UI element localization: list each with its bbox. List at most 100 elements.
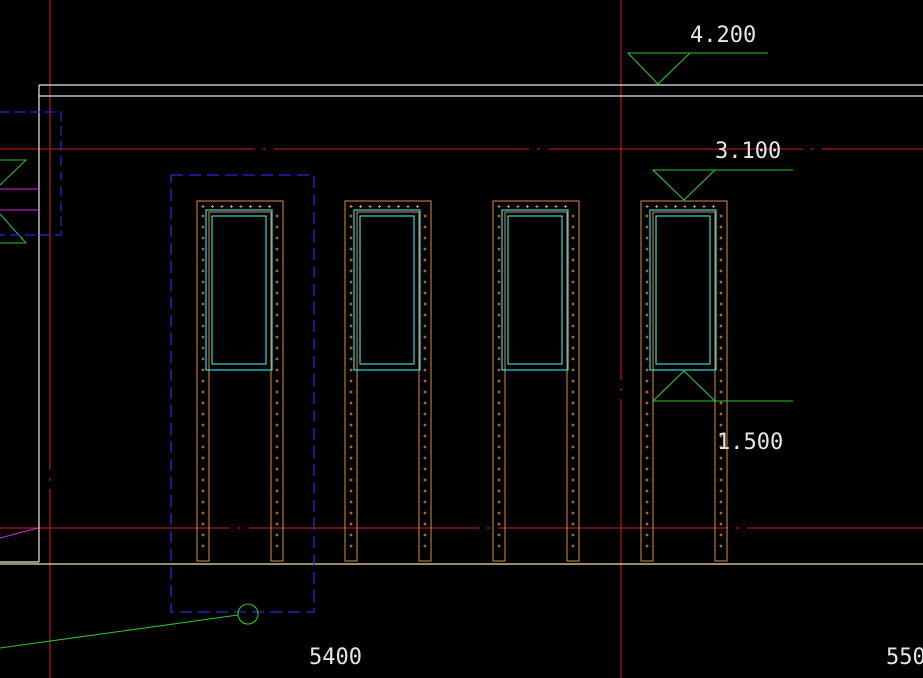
rebar-mark	[423, 313, 427, 317]
rebar-mark	[349, 379, 353, 383]
level-sill-symbol	[651, 370, 793, 402]
rebar-mark	[423, 291, 427, 295]
rebar-marks	[349, 205, 427, 548]
rebar-mark	[349, 412, 353, 416]
rebar-mark	[201, 247, 205, 251]
rebar-mark	[275, 280, 279, 284]
rebar-mark	[719, 291, 723, 295]
rebar-mark	[497, 489, 501, 493]
rebar-mark	[664, 205, 668, 208]
rebar-mark	[683, 205, 687, 208]
rebar-mark	[571, 236, 575, 240]
rebar-mark	[497, 258, 501, 262]
rebar-mark	[719, 544, 723, 548]
rebar-mark	[349, 269, 353, 273]
rebar-mark	[645, 280, 649, 284]
rebar-mark	[349, 401, 353, 405]
opening-frame	[492, 200, 580, 562]
rebar-mark	[239, 205, 243, 208]
rebar-mark	[719, 478, 723, 482]
rebar-mark	[497, 357, 501, 361]
rebar-mark	[201, 357, 205, 361]
rebar-mark	[497, 225, 501, 229]
opening-1	[196, 200, 284, 562]
rebar-mark	[201, 324, 205, 328]
rebar-mark	[201, 544, 205, 548]
rebar-mark	[497, 379, 501, 383]
rebar-mark	[349, 500, 353, 504]
rebar-mark	[645, 434, 649, 438]
rebar-mark	[349, 478, 353, 482]
rebar-mark	[349, 205, 353, 208]
rebar-mark	[571, 533, 575, 537]
rebar-mark	[349, 324, 353, 328]
rebar-mark	[423, 269, 427, 273]
rebar-mark	[387, 205, 391, 208]
rebar-mark	[497, 401, 501, 405]
rebar-mark	[645, 489, 649, 493]
rebar-mark	[719, 423, 723, 427]
rebar-mark	[645, 313, 649, 317]
rebar-mark	[201, 423, 205, 427]
rebar-mark	[645, 412, 649, 416]
rebar-mark	[201, 302, 205, 306]
rebar-mark	[268, 205, 271, 208]
rebar-mark	[201, 335, 205, 339]
rebar-mark	[645, 533, 649, 537]
rebar-mark	[497, 478, 501, 482]
rebar-mark	[349, 236, 353, 240]
rebar-mark	[719, 489, 723, 493]
rebar-mark	[571, 258, 575, 262]
rebar-mark	[275, 390, 279, 394]
rebar-mark	[497, 335, 501, 339]
rebar-mark	[645, 544, 649, 548]
rebar-mark	[423, 434, 427, 438]
rebar-mark	[719, 533, 723, 537]
rebar-mark	[368, 205, 372, 208]
dashed-column-outline	[170, 174, 315, 613]
rebar-mark	[275, 214, 279, 218]
rebar-mark	[719, 522, 723, 526]
rebar-mark	[423, 390, 427, 394]
rebar-mark	[645, 445, 649, 449]
rebar-mark	[497, 205, 501, 208]
rebar-mark	[275, 500, 279, 504]
rebar-mark	[423, 258, 427, 262]
rebar-mark	[571, 511, 575, 515]
rebar-mark	[645, 500, 649, 504]
rebar-mark	[201, 236, 205, 240]
rebar-mark	[423, 522, 427, 526]
rebar-mark	[201, 467, 205, 471]
rebar-mark	[719, 247, 723, 251]
rebar-mark	[349, 390, 353, 394]
rebar-mark	[571, 302, 575, 306]
rebar-mark	[423, 214, 427, 218]
rebar-mark	[719, 511, 723, 515]
rebar-mark	[275, 489, 279, 493]
rebar-mark	[571, 467, 575, 471]
dimension-5500-label: 5500	[886, 645, 923, 670]
rebar-mark	[497, 511, 501, 515]
rebar-mark	[497, 280, 501, 284]
rebar-mark	[497, 456, 501, 460]
rebar-mark	[201, 269, 205, 273]
window-frame-inner	[211, 215, 267, 365]
rebar-mark	[719, 236, 723, 240]
rebar-mark	[645, 456, 649, 460]
rebar-mark	[220, 205, 224, 208]
rebar-mark	[349, 456, 353, 460]
rebar-mark	[645, 346, 649, 350]
rebar-mark	[201, 313, 205, 317]
dimension-5400-label: 5400	[309, 645, 362, 670]
rebar-mark	[406, 205, 410, 208]
rebar-mark	[201, 412, 205, 416]
window-frame-outer	[649, 209, 717, 371]
rebar-mark	[349, 346, 353, 350]
rebar-mark	[645, 423, 649, 427]
rebar-mark	[645, 214, 649, 218]
rebar-mark	[719, 379, 723, 383]
rebar-mark	[719, 313, 723, 317]
rebar-mark	[275, 412, 279, 416]
rebar-mark	[423, 401, 427, 405]
